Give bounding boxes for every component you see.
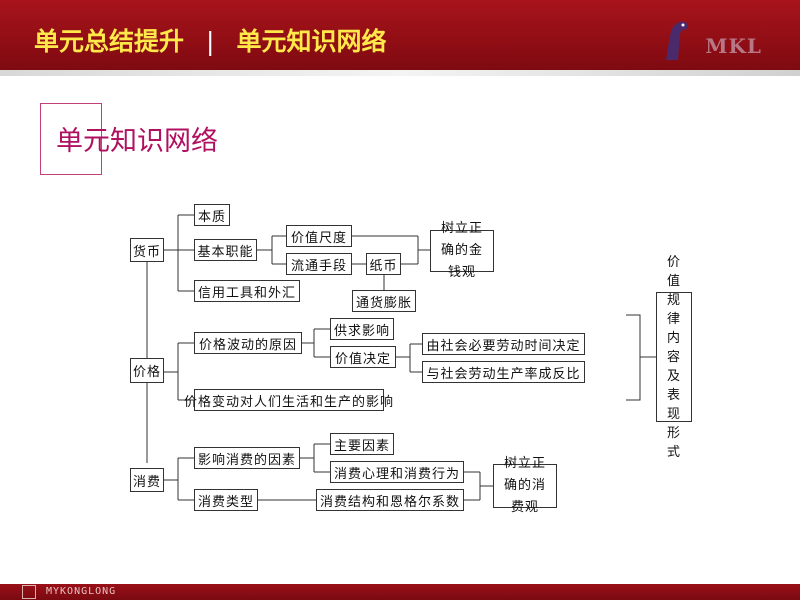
logo-text: MKL	[705, 34, 762, 58]
node-xinyong: 信用工具和外汇	[194, 280, 300, 302]
node-shengchanlv: 与社会劳动生产率成反比	[422, 361, 585, 383]
node-jiage-bodong-yuanyin: 价格波动的原因	[194, 332, 302, 354]
node-gongqiu-yingxiang: 供求影响	[330, 318, 394, 340]
section-title: 单元知识网络	[56, 126, 218, 157]
node-zhibi: 纸币	[366, 253, 401, 275]
node-shehui-biyao: 由社会必要劳动时间决定	[422, 333, 585, 355]
footer-bar: MYKONGLONG	[0, 584, 800, 600]
footer-text: MYKONGLONG	[46, 586, 117, 597]
footer-logo-icon	[22, 585, 36, 599]
node-yingxiang-xiaofei: 影响消费的因素	[194, 447, 300, 469]
section-frame	[40, 103, 102, 175]
header-title-right: 单元知识网络	[236, 27, 387, 56]
node-liutong-shouduan: 流通手段	[286, 253, 352, 275]
node-jiazhi-guilv: 价值规律内容及表现形式	[656, 255, 692, 460]
node-xiaofei-guan: 树立正确的消费观	[493, 456, 557, 515]
node-tonghuo-pengzhang: 通货膨胀	[352, 290, 416, 312]
node-jiage: 价格	[130, 358, 164, 383]
node-xiaofei-jiegou: 消费结构和恩格尔系数	[316, 489, 464, 511]
header-separator: |	[206, 27, 215, 56]
header-title: 单元总结提升 | 单元知识网络	[34, 24, 386, 60]
header-title-left: 单元总结提升	[34, 27, 185, 56]
node-xiaofei-leixing: 消费类型	[194, 489, 258, 511]
dinosaur-logo-icon	[666, 21, 688, 60]
node-jiage-biandong: 价格变动对人们生活和生产的影响	[184, 389, 393, 411]
node-zhuyao-yinsu: 主要因素	[330, 433, 394, 455]
node-jinqian-guan: 树立正确的金钱观	[430, 221, 494, 280]
node-benzhi: 本质	[194, 204, 230, 226]
node-jiazhi-chidu: 价值尺度	[286, 225, 352, 247]
node-jiben-zhineng: 基本职能	[194, 239, 257, 261]
header-stripe	[0, 70, 800, 76]
node-jiazhi-jueding: 价值决定	[330, 346, 396, 368]
node-huobi: 货币	[130, 238, 164, 262]
node-xiaofei: 消费	[130, 468, 164, 492]
header-bar: 单元总结提升 | 单元知识网络 MKL	[0, 0, 800, 76]
node-xiaofei-xinli: 消费心理和消费行为	[330, 461, 464, 483]
